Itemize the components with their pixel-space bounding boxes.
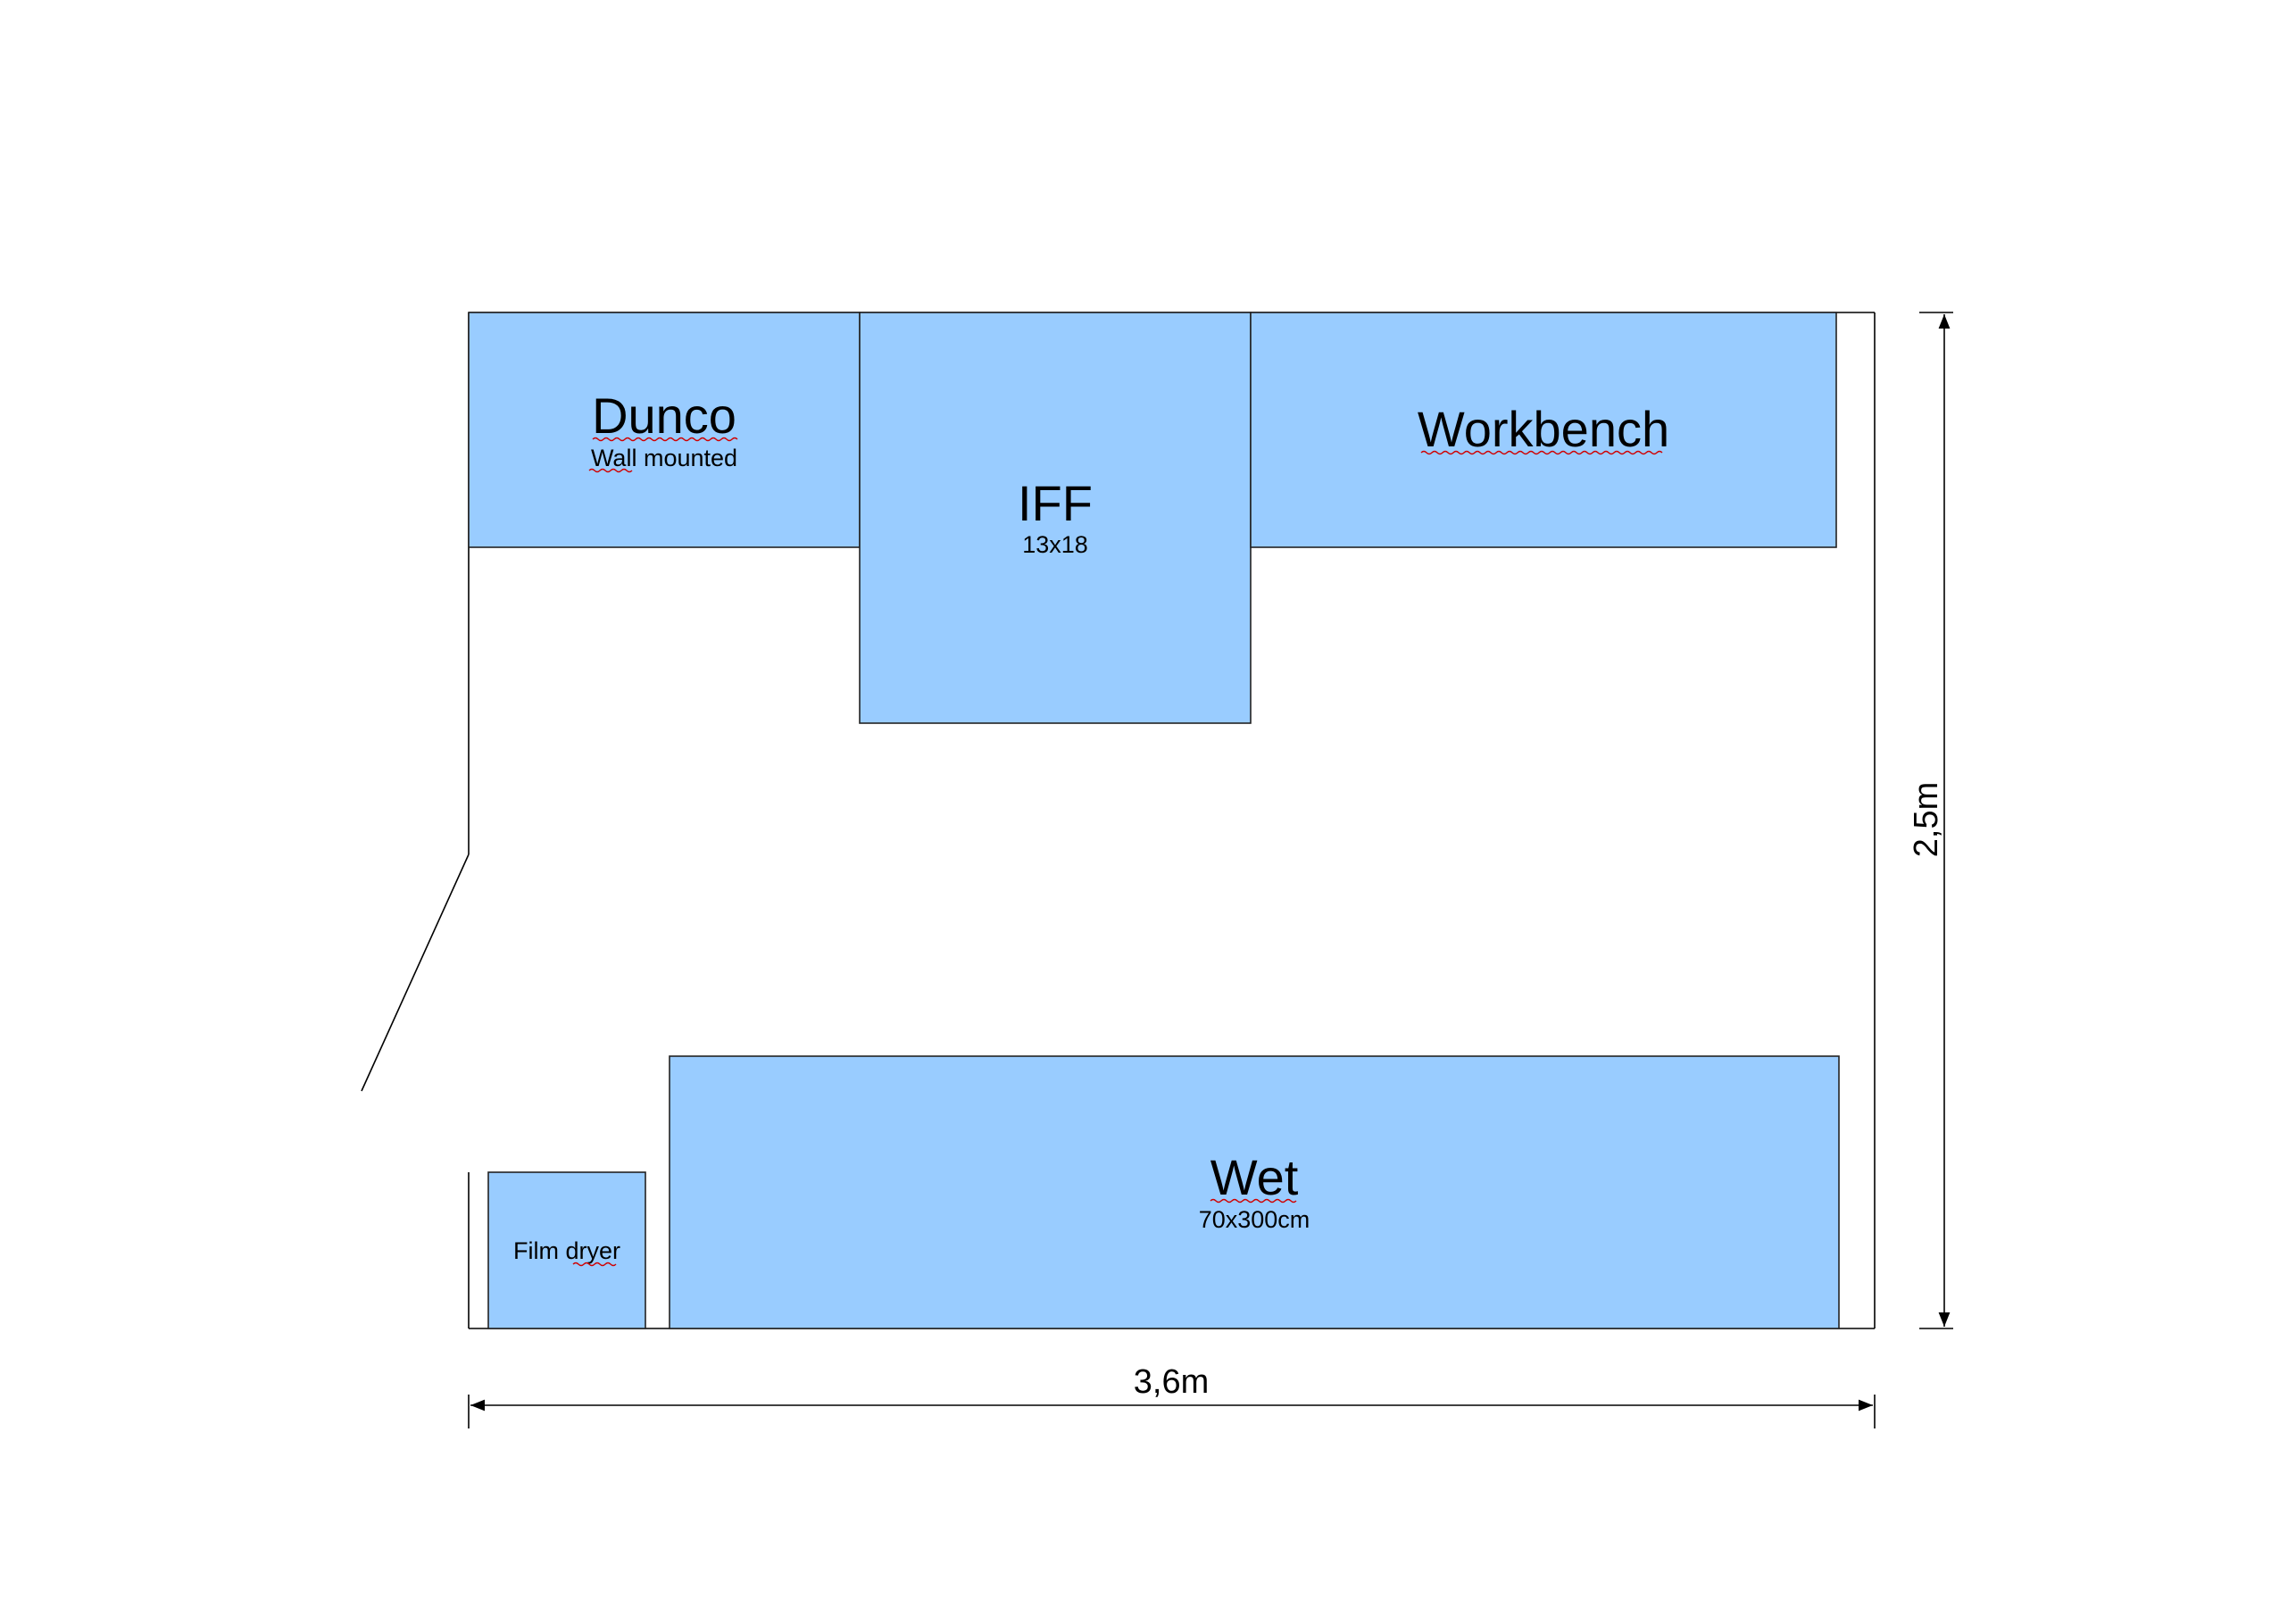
film-dryer-unit: Film dryer — [487, 1171, 646, 1329]
width-label: 3,6m — [1134, 1363, 1209, 1401]
workbench-unit: Workbench — [1250, 312, 1837, 548]
iff-unit: IFF 13x18 — [859, 312, 1252, 724]
height-dimension: 2,5m — [1908, 312, 1953, 1329]
dunco-box — [468, 312, 861, 548]
iff-box — [859, 312, 1252, 724]
dryer-spellcheck-underline — [572, 1262, 617, 1267]
workbench-box — [1250, 312, 1837, 548]
film-dryer-title: Film dryer — [513, 1237, 620, 1264]
wall-spellcheck-underline — [588, 468, 633, 473]
width-dimension: 3,6m — [468, 1363, 1876, 1428]
dunco-unit: Dunco Wall mounted — [468, 312, 861, 548]
film-dryer-box — [487, 1171, 646, 1329]
iff-title: IFF — [1018, 475, 1093, 531]
wet-subtitle: 70x300cm — [1199, 1206, 1310, 1233]
wet-spellcheck-underline — [1210, 1198, 1297, 1203]
dunco-title: Dunco — [592, 387, 736, 444]
wet-unit: Wet 70x300cm — [669, 1055, 1840, 1329]
wet-title: Wet — [1210, 1149, 1299, 1205]
iff-subtitle: 13x18 — [1022, 531, 1088, 558]
height-label: 2,5m — [1908, 782, 1945, 857]
dunco-subtitle: Wall mounted — [591, 445, 737, 471]
door-swing-line — [361, 854, 470, 1092]
dunco-spellcheck-underline — [592, 437, 738, 442]
workbench-spellcheck-underline — [1420, 450, 1663, 455]
wet-box — [669, 1055, 1840, 1329]
workbench-title: Workbench — [1418, 401, 1669, 457]
